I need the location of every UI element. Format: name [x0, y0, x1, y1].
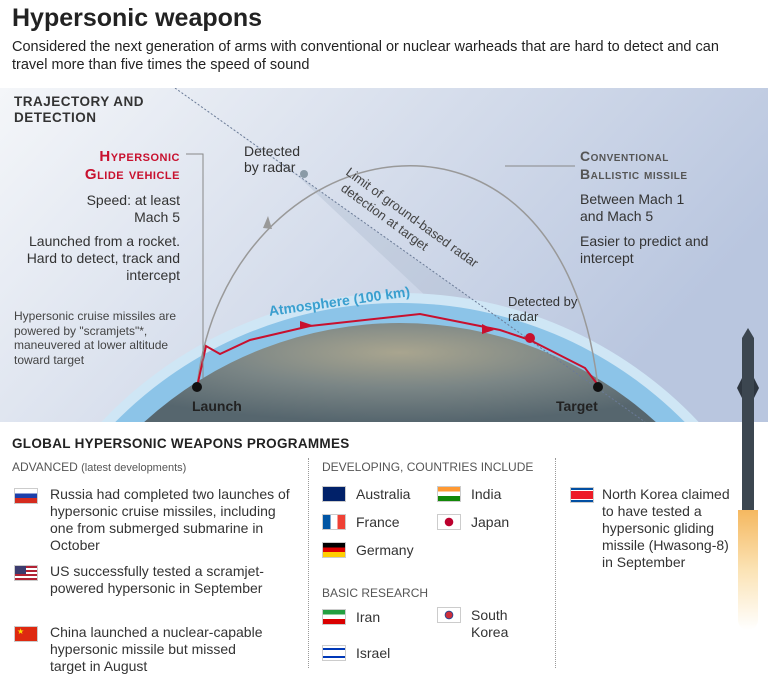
developing-australia: Australia	[356, 486, 411, 502]
radar-limit-line	[174, 88, 646, 422]
developing-label: DEVELOPING, COUNTRIES INCLUDE	[322, 460, 534, 474]
israel-flag-icon	[322, 645, 346, 661]
advanced-note: (latest developments)	[81, 462, 187, 474]
target-label: Target	[556, 398, 598, 414]
arrow-icon	[263, 216, 272, 229]
launch-point	[192, 382, 202, 392]
cbm-title-line: Conventional	[580, 148, 669, 164]
column-divider	[555, 458, 556, 668]
cbm-title-line: Ballistic missile	[580, 166, 688, 182]
developing-germany: Germany	[356, 542, 414, 558]
russia-flag-icon	[14, 488, 38, 504]
hgv-leader-line	[186, 153, 204, 378]
advanced-item-us: US successfully tested a scramjet-powere…	[50, 563, 264, 596]
india-flag-icon	[437, 486, 461, 502]
hgv-description: Launched from a rocket. Hard to detect, …	[26, 233, 180, 283]
developing-france: France	[356, 514, 400, 530]
basic-research-label: BASIC RESEARCH	[322, 586, 429, 600]
page-title: Hypersonic weapons	[12, 4, 263, 32]
rocket-body	[742, 422, 754, 512]
south-korea-flag-icon	[437, 607, 461, 623]
cruise-missile-note: Hypersonic cruise missiles are powered b…	[14, 309, 177, 367]
north-korea-text: North Korea claimed to have tested a hyp…	[602, 486, 730, 570]
cbm-description: Easier to predict and intercept	[580, 233, 709, 266]
developing-india: India	[471, 486, 502, 502]
japan-flag-icon	[437, 514, 461, 530]
germany-flag-icon	[322, 542, 346, 558]
cbm-speed: Between Mach 1 and Mach 5	[580, 191, 685, 224]
subtitle: Considered the next generation of arms w…	[12, 39, 719, 73]
iran-flag-icon	[322, 609, 346, 625]
earth	[144, 323, 656, 422]
hgv-speed: Speed: at least Mach 5	[86, 192, 180, 225]
hgv-title-line: Hypersonic	[99, 148, 180, 165]
advanced-header: ADVANCED (latest developments)	[12, 460, 186, 474]
hgv-title-line: Glide vehicle	[84, 166, 180, 183]
detected-label-hypersonic: Detected by radar	[508, 294, 578, 324]
ballistic-trajectory	[196, 165, 599, 388]
arrow-icon	[482, 324, 494, 334]
detection-point-ballistic	[300, 170, 308, 178]
basic-israel: Israel	[356, 645, 391, 661]
programmes-title: GLOBAL HYPERSONIC WEAPONS PROGRAMMES	[12, 436, 350, 451]
australia-flag-icon	[322, 486, 346, 502]
basic-south-korea: South Korea	[471, 607, 509, 640]
china-flag-icon: ★	[14, 626, 38, 642]
trajectory-diagram: Atmosphere (100 km) Limit of ground-base…	[0, 88, 768, 422]
north-korea-flag-icon	[570, 487, 594, 503]
column-divider	[308, 458, 309, 668]
launch-label: Launch	[192, 398, 242, 414]
detected-label-ballistic: Detected by radar	[244, 143, 301, 175]
developing-japan: Japan	[471, 514, 510, 530]
section-title-line: DETECTION	[14, 110, 97, 125]
advanced-item-china: China launched a nuclear-capable hyperso…	[50, 624, 263, 674]
hypersonic-trajectory	[196, 312, 599, 388]
rocket-icon	[737, 328, 759, 422]
basic-iran: Iran	[356, 609, 381, 625]
target-point	[593, 382, 603, 392]
detection-point-hypersonic	[525, 333, 535, 343]
section-title-line: TRAJECTORY AND	[14, 94, 145, 109]
us-flag-icon	[14, 565, 38, 581]
advanced-label: ADVANCED	[12, 460, 78, 474]
advanced-item-russia: Russia had completed two launches of hyp…	[50, 486, 290, 553]
arrow-icon	[300, 321, 312, 329]
rocket-exhaust	[738, 510, 758, 630]
france-flag-icon	[322, 514, 346, 530]
